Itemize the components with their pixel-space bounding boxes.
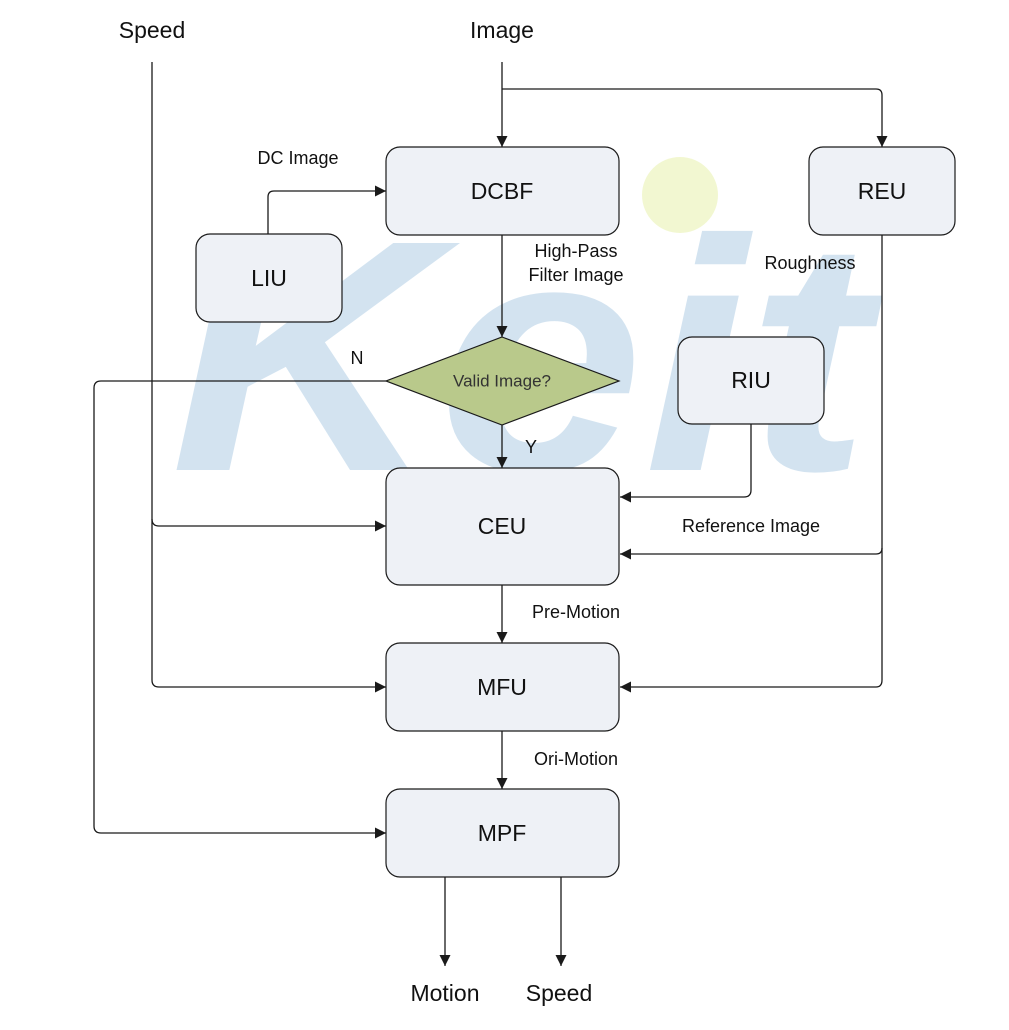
reu-box: REU [808, 146, 956, 236]
output-motion-label: Motion [410, 980, 479, 1006]
ceu-box: CEU [385, 467, 620, 586]
mfu-label: MFU [477, 674, 527, 700]
roughness-label: Roughness [764, 253, 855, 273]
valid-image-decision: Valid Image? [384, 336, 621, 426]
pre-motion-label: Pre-Motion [532, 602, 620, 622]
riu-box: RIU [677, 336, 825, 425]
dcbf-box: DCBF [385, 146, 620, 236]
ori-motion-label: Ori-Motion [534, 749, 618, 769]
watermark-dot [642, 157, 718, 233]
decision-label: Valid Image? [453, 372, 551, 391]
dc-image-label: DC Image [257, 148, 338, 168]
high-pass-label-line1: High-Pass [534, 241, 617, 261]
reference-image-label: Reference Image [682, 516, 820, 536]
reu-label: REU [858, 178, 907, 204]
edge-reu-to-mfu [620, 548, 883, 693]
edge-decision-no-to-mpf [93, 380, 386, 839]
edge-liu-to-dcbf [267, 185, 386, 234]
decision-no-label: N [351, 348, 364, 368]
mfu-box: MFU [385, 642, 620, 732]
liu-label: LIU [251, 265, 287, 291]
decision-yes-label: Y [525, 437, 537, 457]
dcbf-label: DCBF [471, 178, 534, 204]
edge-image-to-reu [502, 88, 888, 147]
output-speed-label: Speed [526, 980, 593, 1006]
riu-label: RIU [731, 367, 771, 393]
mpf-label: MPF [478, 820, 527, 846]
input-speed-label: Speed [119, 17, 186, 43]
input-image-label: Image [470, 17, 534, 43]
ceu-label: CEU [478, 513, 527, 539]
edge-speed-to-mfu [151, 519, 386, 693]
connectors [93, 62, 888, 966]
mpf-box: MPF [385, 788, 620, 878]
high-pass-label-line2: Filter Image [528, 265, 623, 285]
liu-box: LIU [195, 233, 343, 323]
edge-riu-to-ceu [620, 424, 752, 503]
